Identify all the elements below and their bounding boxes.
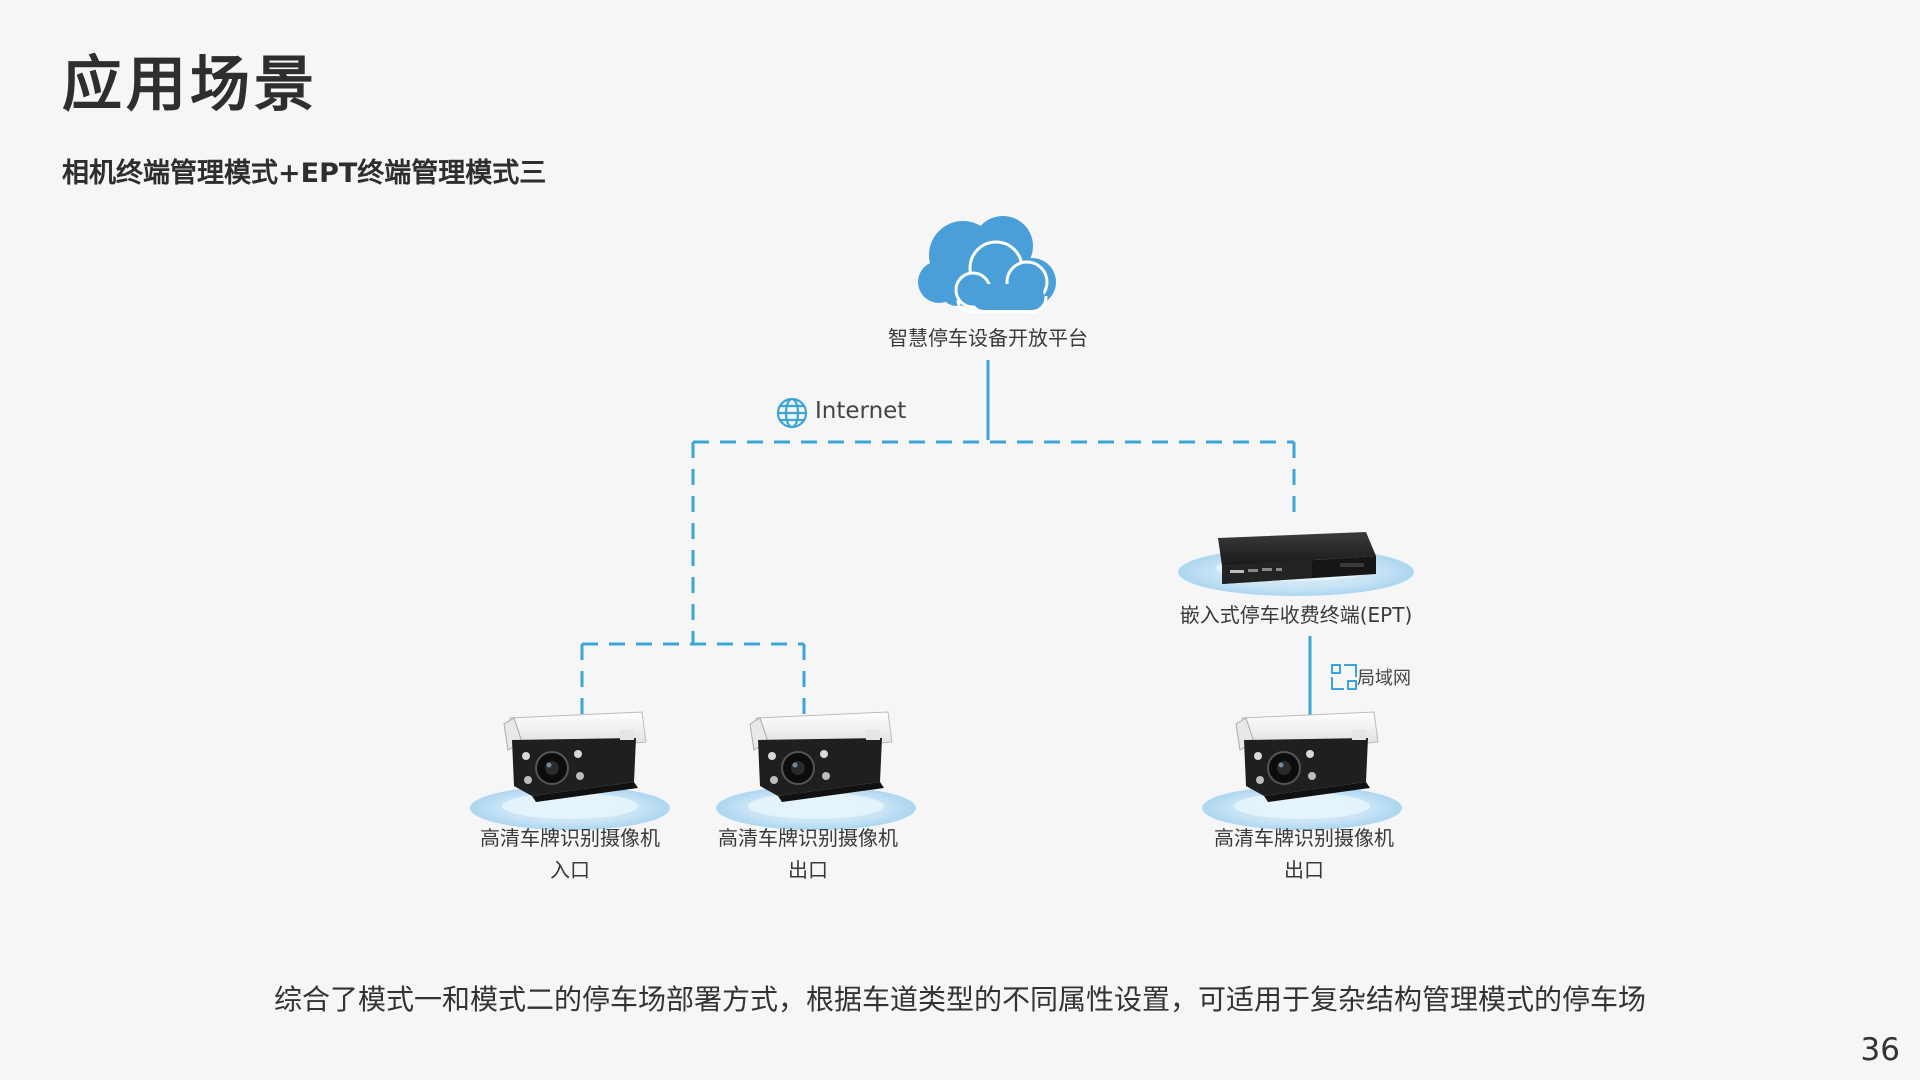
globe-icon [776, 397, 808, 429]
camera-role: 入口 [550, 858, 590, 882]
camera-role: 出口 [788, 858, 828, 882]
ept-exit-camera-label: 高清车牌识别摄像机 出口 [1196, 822, 1412, 886]
exit-camera-label: 高清车牌识别摄像机 出口 [700, 822, 916, 886]
camera-name: 高清车牌识别摄像机 [480, 826, 660, 850]
camera-name: 高清车牌识别摄像机 [1214, 826, 1394, 850]
cloud-platform-label: 智慧停车设备开放平台 [888, 326, 1088, 350]
internet-label: Internet [815, 398, 907, 424]
lan-icon [1331, 664, 1357, 690]
ept-exit-camera-icon [1201, 711, 1403, 831]
page-title: 应用场景 [62, 50, 318, 120]
page-number: 36 [1860, 1032, 1900, 1068]
ept-label: 嵌入式停车收费终端(EPT) [1179, 603, 1413, 627]
entry-camera-icon [469, 711, 671, 831]
entry-camera-label: 高清车牌识别摄像机 入口 [462, 822, 678, 886]
cloud-icon [918, 216, 1056, 314]
slide-description: 综合了模式一和模式二的停车场部署方式，根据车道类型的不同属性设置，可适用于复杂结… [273, 983, 1646, 1016]
lan-label: 局域网 [1357, 668, 1411, 689]
page-subtitle: 相机终端管理模式+EPT终端管理模式三 [62, 158, 547, 189]
camera-name: 高清车牌识别摄像机 [718, 826, 898, 850]
camera-role: 出口 [1284, 858, 1324, 882]
exit-camera-icon [715, 711, 917, 831]
ept-device [1178, 532, 1414, 596]
